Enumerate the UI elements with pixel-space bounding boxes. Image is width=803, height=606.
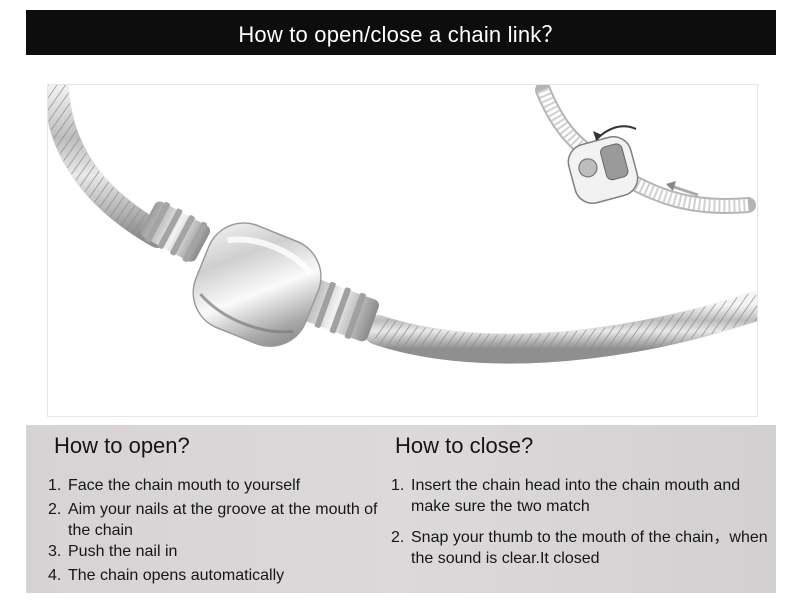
step-number: 1. (48, 477, 62, 494)
step-text: Insert the chain head into the chain mou… (411, 477, 741, 515)
page-header: How to open/close a chain link？ (26, 10, 776, 55)
step-text: Snap your thumb to the mouth of the chai… (411, 529, 768, 567)
list-item: 4. The chain opens automatically (48, 565, 378, 586)
list-item: 2. Snap your thumb to the mouth of the ch… (391, 527, 776, 569)
step-text: Push the nail in (68, 543, 178, 560)
bracelet-illustration (48, 85, 757, 364)
list-item: 2. Aim your nails at the groove at the mo… (48, 499, 378, 541)
instructions-panel: How to open? 1. Face the chain mouth to y… (26, 425, 776, 593)
step-number: 1. (391, 477, 405, 494)
close-heading: How to close? (395, 433, 534, 458)
open-steps-list: 1. Face the chain mouth to yourself 2. Aim… (48, 475, 378, 589)
list-item: 3. Push the nail in (48, 541, 378, 562)
open-heading: How to open? (54, 433, 190, 458)
header-title: How to open/close a chain link？ (238, 21, 564, 47)
step-number: 2. (391, 529, 405, 546)
list-item: 1. Face the chain mouth to yourself (48, 475, 378, 496)
close-steps-list: 1. Insert the chain head into the chain m… (391, 475, 776, 569)
step-text: Face the chain mouth to yourself (68, 477, 301, 494)
step-number: 4. (48, 567, 62, 584)
step-number: 2. (48, 501, 62, 518)
step-text: Aim your nails at the groove at the mout… (68, 501, 378, 539)
list-item: 1. Insert the chain head into the chain m… (391, 475, 776, 517)
step-number: 3. (48, 543, 62, 560)
product-photo (47, 84, 758, 417)
step-text: The chain opens automatically (68, 567, 285, 584)
clasp-diagram (535, 85, 756, 214)
